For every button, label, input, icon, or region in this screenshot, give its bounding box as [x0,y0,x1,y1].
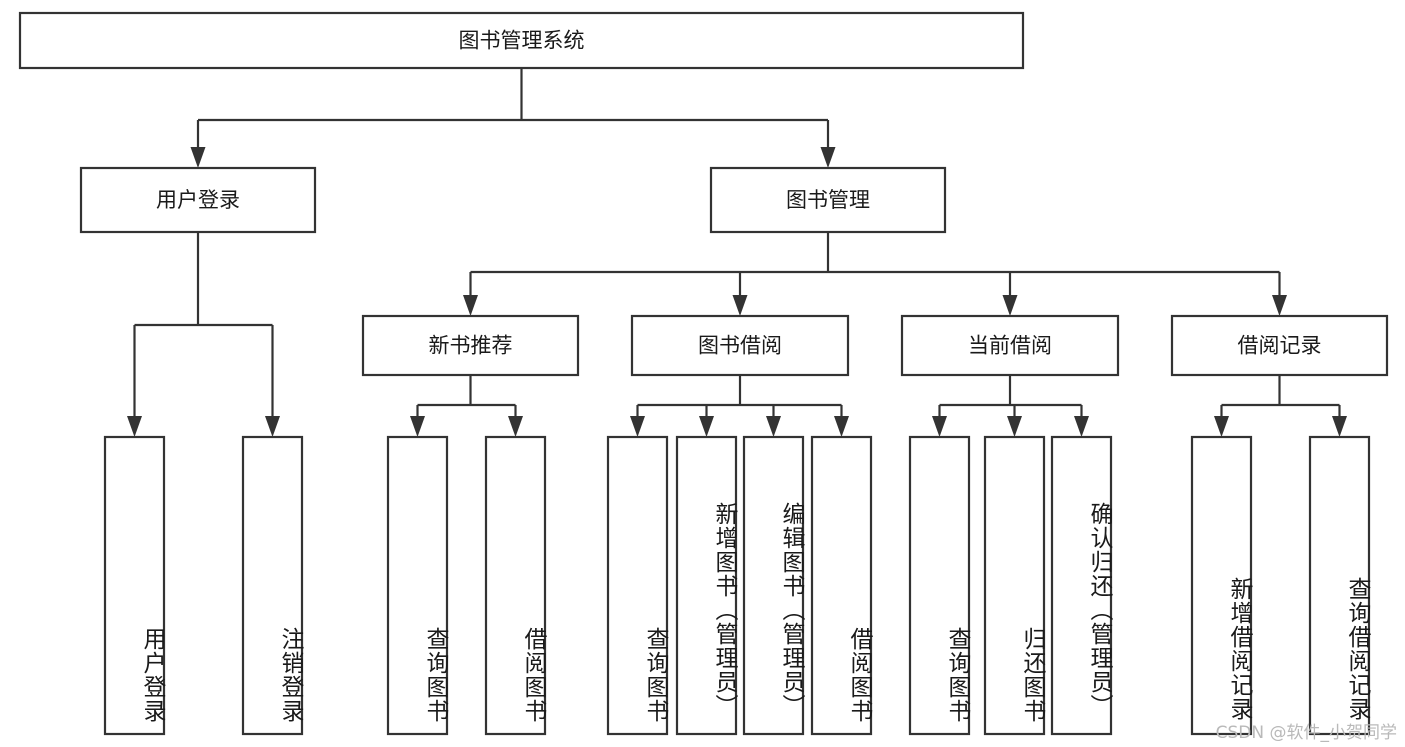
node-book-manage[interactable] [709,166,947,234]
arrow-head-to-new-book-recommend [463,295,478,316]
node-new-book-recommend[interactable] [361,314,580,377]
arrow-head-to-leaf-add-record [1214,416,1229,437]
arrow-head-to-leaf-logout [265,416,280,437]
arrow-head-to-leaf-query-book-3 [932,416,947,437]
node-leaf-user-login[interactable] [103,435,166,736]
arrow-head-to-leaf-borrow-book-1 [508,416,523,437]
node-leaf-query-record[interactable] [1308,435,1371,736]
node-leaf-add-record[interactable] [1190,435,1253,736]
node-label-user-login: 用户登录 [156,188,240,212]
node-boxes [18,11,1389,736]
node-leaf-add-book[interactable] [675,435,738,736]
arrow-head-to-book-manage [820,147,836,168]
arrow-head-to-user-login [190,147,206,168]
node-leaf-query-book-3[interactable] [908,435,971,736]
node-user-login[interactable] [79,166,317,234]
arrow-head-to-leaf-user-login [127,416,142,437]
node-leaf-query-book-1[interactable] [386,435,449,736]
node-root-图书管理系统[interactable] [18,11,1025,70]
arrow-head-to-current-borrow [1002,295,1018,316]
node-label-book-borrow: 图书借阅 [698,334,782,358]
arrow-head-to-leaf-borrow-book-2 [834,416,849,437]
arrow-head-to-borrow-record [1272,295,1287,316]
node-leaf-return-book[interactable] [983,435,1046,736]
node-leaf-query-book-2[interactable] [606,435,669,736]
arrow-head-to-book-borrow [732,295,748,316]
node-borrow-record[interactable] [1170,314,1389,377]
node-label-current-borrow: 当前借阅 [968,334,1052,358]
node-current-borrow[interactable] [900,314,1120,377]
node-book-borrow[interactable] [630,314,850,377]
arrow-head-to-leaf-confirm-return [1074,416,1089,437]
arrow-head-to-leaf-query-book-2 [630,416,645,437]
arrow-head-to-leaf-query-record [1332,416,1347,437]
node-leaf-confirm-return[interactable] [1050,435,1113,736]
arrow-head-to-leaf-edit-book [766,416,781,437]
node-leaf-borrow-book-2[interactable] [810,435,873,736]
node-leaf-edit-book[interactable] [742,435,805,736]
arrow-head-to-leaf-query-book-1 [410,416,425,437]
watermark: CSDN @软件_小贺同学 [1215,723,1397,743]
arrow-head-to-leaf-add-book [699,416,714,437]
arrow-head-to-leaf-return-book [1007,416,1022,437]
node-leaf-logout[interactable] [241,435,304,736]
node-label-root: 图书管理系统 [459,29,585,53]
node-label-book-manage: 图书管理 [786,188,870,212]
connector-lines [127,68,1347,437]
node-leaf-borrow-book-1[interactable] [484,435,547,736]
node-label-new-book-recommend: 新书推荐 [429,334,513,358]
node-label-borrow-record: 借阅记录 [1238,334,1322,358]
